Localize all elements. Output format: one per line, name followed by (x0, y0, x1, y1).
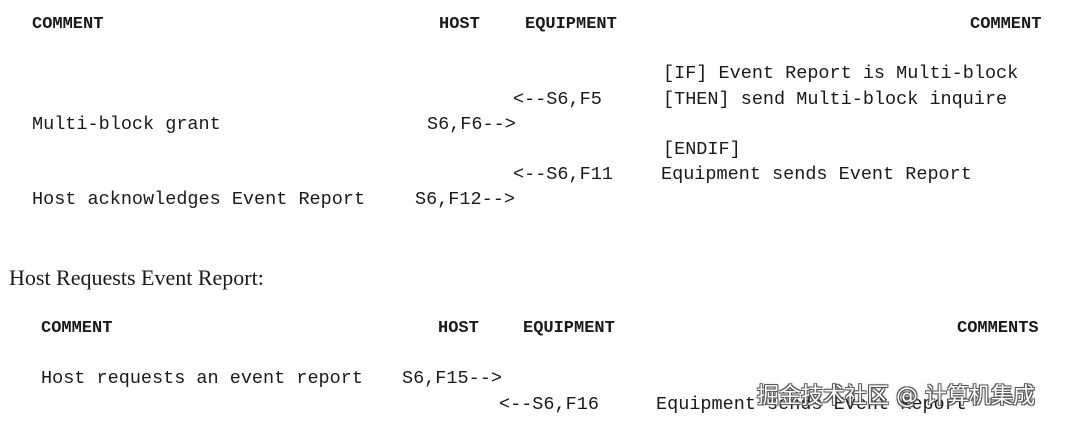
header-equipment: EQUIPMENT (525, 15, 617, 34)
header-comment-left: COMMENT (32, 15, 104, 34)
header-comment-left: COMMENT (41, 319, 113, 338)
header-host: HOST (439, 15, 480, 34)
section-title: Host Requests Event Report: (9, 265, 264, 290)
message-s6f15: S6,F15--> (402, 368, 502, 389)
comment-left: Host acknowledges Event Report (32, 189, 366, 210)
comment-right: [THEN] send Multi-block inquire (663, 89, 1008, 110)
header-comments-right: COMMENTS (957, 319, 1039, 338)
message-s6f5: <--S6,F5 (513, 89, 602, 110)
comment-left: Multi-block grant (32, 114, 221, 135)
header-host: HOST (438, 319, 479, 338)
message-s6f16: <--S6,F16 (499, 394, 599, 415)
header-equipment: EQUIPMENT (523, 319, 615, 338)
message-s6f12: S6,F12--> (415, 189, 515, 210)
comment-left: Host requests an event report (41, 368, 363, 389)
comment-right: Equipment sends Event Report (661, 164, 972, 185)
header-comment-right: COMMENT (970, 15, 1042, 34)
comment-right: Equipment sends Event Report (656, 394, 967, 415)
message-s6f6: S6,F6--> (427, 114, 516, 135)
comment-right: [IF] Event Report is Multi-block (663, 63, 1019, 84)
watermark: 掘金技术社区 @ 计算机集成 (757, 384, 1035, 409)
message-s6f11: <--S6,F11 (513, 164, 613, 185)
comment-right: [ENDIF] (663, 139, 741, 160)
